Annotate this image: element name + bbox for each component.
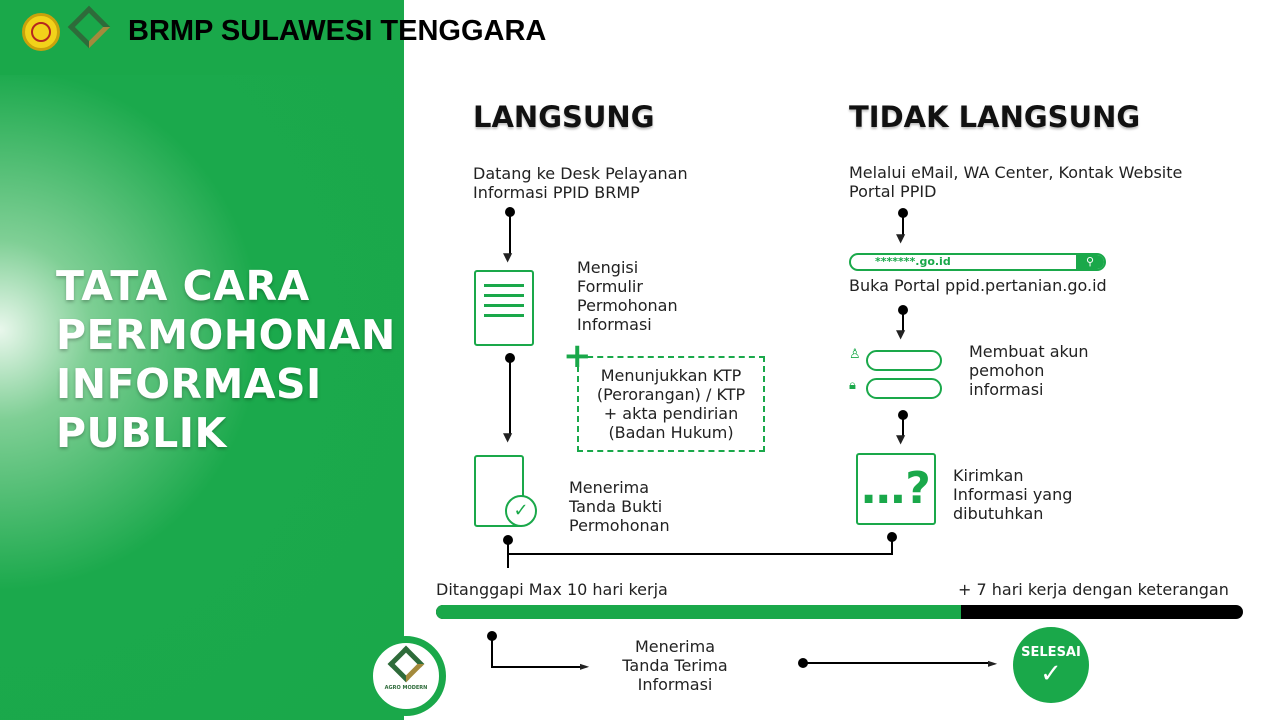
header-bar	[0, 0, 404, 75]
text: Tanda Bukti	[569, 497, 663, 516]
timeline-right-label: + 7 hari kerja dengan keterangan	[958, 580, 1229, 599]
agro-modern-logo-icon	[387, 645, 425, 683]
text: Kirimkan	[953, 466, 1024, 485]
text: Permohonan	[577, 296, 678, 315]
kementan-logo-icon	[22, 13, 60, 51]
url-bar: *******.go.id ⚲	[849, 253, 1106, 271]
tidak-step1: Melalui eMail, WA Center, Kontak Website…	[849, 163, 1182, 201]
text: (Badan Hukum)	[608, 423, 734, 442]
text: Menerima	[569, 478, 650, 497]
check-icon: ✓	[505, 495, 537, 527]
question-icon: …?	[856, 453, 936, 525]
form-icon	[474, 270, 534, 346]
text: Tanda Terima	[622, 656, 728, 675]
plus-requirement: Menunjukkan KTP(Perorangan) / KTP+ akta …	[577, 366, 765, 442]
text: Menunjukkan KTP	[600, 366, 742, 385]
arrow-right-icon: ►	[580, 659, 590, 673]
arrow-down-icon: ▼	[503, 250, 513, 264]
text: dibutuhkan	[953, 504, 1044, 523]
search-icon: ⚲	[1076, 255, 1104, 269]
flow-line	[891, 537, 893, 555]
flow-line	[491, 636, 493, 667]
text: Informasi yang	[953, 485, 1073, 504]
title-line: PUBLIK	[56, 409, 227, 457]
text: (Perorangan) / KTP	[596, 385, 746, 404]
heading-langsung: LANGSUNG	[473, 100, 655, 134]
title-line: INFORMASI	[56, 360, 322, 408]
flow-arrow	[803, 662, 991, 664]
tidak-step2: Buka Portal ppid.pertanian.go.id	[849, 276, 1107, 295]
url-text: *******.go.id	[875, 255, 951, 268]
arrow-right-icon: ►	[988, 656, 998, 670]
arrow-down-icon: ▼	[896, 231, 906, 245]
flow-arrow	[902, 415, 904, 437]
timeline-fill	[436, 605, 961, 619]
text: + akta pendirian	[603, 404, 739, 423]
text: informasi	[969, 380, 1044, 399]
text: Portal PPID	[849, 182, 937, 201]
clipboard-icon	[474, 455, 524, 527]
agro-modern-badge: AGRO MODERN	[366, 636, 446, 716]
done-label: SELESAI	[1021, 645, 1081, 660]
brand-title: BRMP SULAWESI TENGGARA	[128, 15, 547, 47]
title-line: TATA CARA	[56, 262, 310, 310]
text: Menerima	[634, 637, 716, 656]
text: Informasi	[577, 315, 652, 334]
flow-arrow	[507, 540, 509, 568]
timeline-bar	[436, 605, 1243, 619]
arrow-down-icon: ▼	[896, 432, 906, 446]
text: pemohon	[969, 361, 1045, 380]
title-line: PERMOHONAN	[56, 311, 396, 359]
left-panel	[0, 0, 404, 720]
lock-icon: 🔒︎	[849, 378, 856, 393]
text: Informasi PPID BRMP	[473, 183, 640, 202]
timeline-left-label: Ditanggapi Max 10 hari kerja	[436, 580, 668, 599]
arrow-down-icon: ▼	[896, 327, 906, 341]
username-field	[866, 350, 942, 371]
user-icon: ♙	[849, 347, 861, 362]
done-badge: SELESAI✓	[1013, 627, 1089, 703]
logo-text: AGRO MODERN	[384, 685, 428, 691]
flow-arrow	[902, 310, 904, 332]
text: Melalui eMail, WA Center, Kontak Website	[849, 163, 1183, 182]
text: Informasi	[637, 675, 713, 694]
flow-arrow	[509, 212, 511, 255]
page-title: TATA CARA PERMOHONAN INFORMASI PUBLIK	[56, 262, 396, 458]
text: Formulir	[577, 277, 643, 296]
flow-arrow	[902, 213, 904, 237]
text: Datang ke Desk Pelayanan	[473, 164, 688, 183]
password-field	[866, 378, 942, 399]
flow-arrow	[491, 666, 581, 668]
text: Permohonan	[569, 516, 670, 535]
text: Membuat akun	[969, 342, 1089, 361]
check-icon: ✓	[1040, 659, 1062, 689]
heading-tidak-langsung: TIDAK LANGSUNG	[849, 100, 1141, 134]
flow-arrow	[509, 358, 511, 436]
arrow-down-icon: ▼	[503, 430, 513, 444]
text: Mengisi	[577, 258, 639, 277]
join-line	[507, 553, 893, 555]
